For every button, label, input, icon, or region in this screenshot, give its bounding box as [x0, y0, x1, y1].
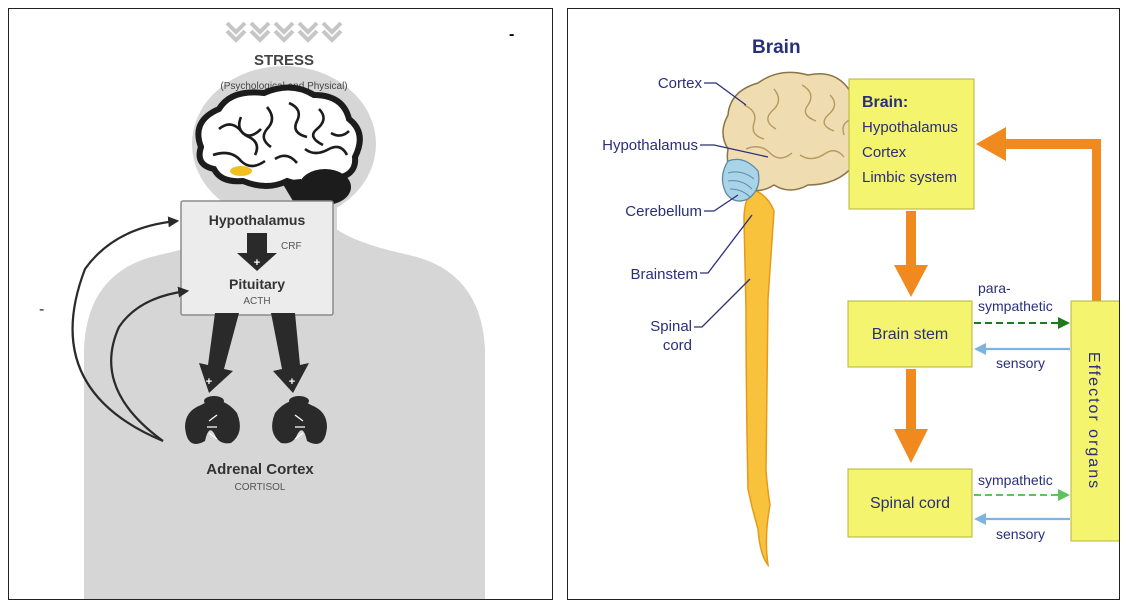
- sensory-top-label: sensory: [996, 355, 1045, 371]
- spinal-label-line1: Spinal: [650, 318, 692, 335]
- cerebellum-label: Cerebellum: [625, 203, 702, 220]
- acth-plus-right: +: [289, 376, 295, 388]
- brain-box: Brain: Hypothalamus Cortex Limbic system: [849, 79, 974, 209]
- brain-stem-box-label: Brain stem: [872, 326, 948, 343]
- sympathetic-connection: sympathetic: [974, 472, 1070, 501]
- brain-box-item-hypothalamus: Hypothalamus: [862, 119, 958, 136]
- parasympathetic-label-line2: sympathetic: [978, 298, 1053, 314]
- effector-organs-label: Effector organs: [1085, 352, 1102, 490]
- acth-label: ACTH: [243, 296, 270, 307]
- stress-chevrons: [227, 23, 341, 40]
- spinal-label-line2: cord: [663, 337, 692, 354]
- stress-title: STRESS: [254, 52, 314, 69]
- cortisol-label: CORTISOL: [235, 482, 286, 493]
- sensory-bottom-label: sensory: [996, 526, 1045, 542]
- brain-anatomy-illustration: [722, 72, 869, 201]
- brain-box-item-limbic: Limbic system: [862, 169, 957, 186]
- hpa-axis-diagram: STRESS (Psychological and Physical) -: [9, 9, 553, 600]
- parasympathetic-label-line1: para-: [978, 280, 1011, 296]
- crf-label: CRF: [281, 241, 302, 252]
- acth-plus-left: +: [206, 376, 212, 388]
- crf-plus-sign: +: [254, 257, 260, 269]
- cortex-label: Cortex: [658, 75, 703, 92]
- hypothalamus-label: Hypothalamus: [209, 212, 306, 228]
- hypothalamus-anatomy-label: Hypothalamus: [602, 137, 698, 154]
- nervous-system-diagram: Brain Cortex Hypot: [568, 9, 1120, 600]
- corner-mark: -: [509, 26, 514, 43]
- effector-organs-box: Effector organs: [1071, 301, 1120, 541]
- sensory-bottom-connection: sensory: [974, 513, 1070, 542]
- spinal-cord-box-label: Spinal cord: [870, 495, 950, 512]
- sympathetic-label: sympathetic: [978, 472, 1053, 488]
- hpa-axis-panel: STRESS (Psychological and Physical) -: [8, 8, 553, 600]
- sensory-top-connection: sensory: [974, 343, 1070, 371]
- adrenal-cortex-label: Adrenal Cortex: [206, 461, 314, 478]
- brain-box-title: Brain:: [862, 94, 908, 111]
- brain-stem-box: Brain stem: [848, 301, 972, 367]
- parasympathetic-connection: para- sympathetic: [974, 280, 1070, 329]
- spinal-cord-box: Spinal cord: [848, 469, 972, 537]
- negative-feedback-sign: -: [39, 301, 44, 318]
- nervous-system-panel: Brain Cortex Hypot: [567, 8, 1120, 600]
- brain-title: Brain: [752, 37, 801, 58]
- brain-box-item-cortex: Cortex: [862, 144, 907, 161]
- brainstem-label: Brainstem: [630, 266, 698, 283]
- spinal-cord-illustration: [744, 189, 774, 565]
- pituitary-label: Pituitary: [229, 276, 285, 292]
